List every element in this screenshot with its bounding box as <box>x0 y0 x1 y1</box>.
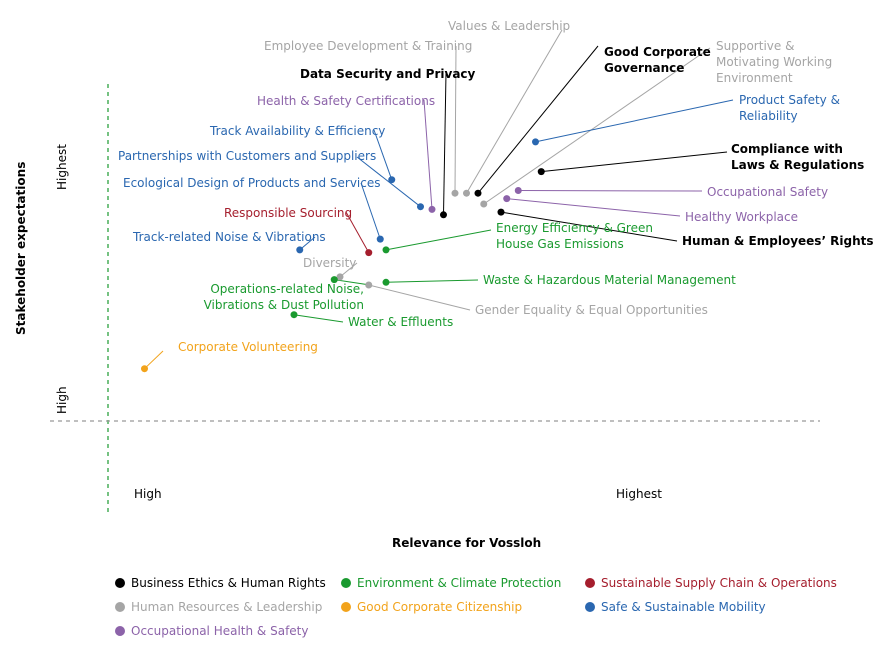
leader-line-employee-development-training <box>454 45 457 194</box>
point-corporate-volunteering <box>141 365 148 373</box>
point-healthy-workplace <box>503 195 511 203</box>
legend-marker-environment-climate-protection <box>341 578 351 588</box>
point-health-safety-certifications <box>428 205 436 213</box>
y-axis-title: Stakeholder expectations <box>14 162 28 335</box>
leader-line-diversity <box>339 262 358 278</box>
point-human-employees-rights <box>497 208 505 216</box>
label-healthy-workplace: Healthy Workplace <box>685 210 798 224</box>
x-tick-highest: Highest <box>616 487 662 501</box>
point-waste-hazardous-material-management <box>382 278 390 286</box>
label-human-employees-rights: Human & Employees’ Rights <box>682 234 874 248</box>
leader-line-gender-equality-equal-opportunities <box>368 284 471 311</box>
point-good-corporate-governance <box>474 189 482 197</box>
legend-marker-sustainable-supply-chain-operations <box>585 578 595 588</box>
label-track-related-noise-vibrations: Track-related Noise & Vibrations <box>132 230 326 244</box>
point-partnerships-with-customers-and-suppliers <box>417 203 424 211</box>
legend-label-environment-climate-protection: Environment & Climate Protection <box>357 576 561 590</box>
leader-lines <box>144 29 734 370</box>
point-product-safety-reliability <box>532 138 539 146</box>
label-ecological-design-of-products-and-services: Ecological Design of Products and Servic… <box>123 176 381 190</box>
point-supportive-motivating-working-environment <box>480 200 488 208</box>
legend-marker-business-ethics-human-rights <box>115 578 125 588</box>
leader-line-responsible-sourcing <box>345 211 370 253</box>
point-water-effluents <box>290 311 298 319</box>
legend-marker-good-corporate-citizenship <box>341 602 351 612</box>
legend-label-business-ethics-human-rights: Business Ethics & Human Rights <box>131 576 326 590</box>
label-waste-hazardous-material-management: Waste & Hazardous Material Management <box>483 273 736 287</box>
label-track-availability-efficiency: Track Availability & Efficiency <box>209 124 385 138</box>
legend-label-sustainable-supply-chain-operations: Sustainable Supply Chain & Operations <box>601 576 837 590</box>
label-occupational-safety: Occupational Safety <box>707 185 828 199</box>
legend-label-occupational-health-safety: Occupational Health & Safety <box>131 624 308 638</box>
leader-line-product-safety-reliability <box>535 99 734 143</box>
leader-line-corporate-volunteering <box>144 350 164 370</box>
point-energy-efficiency-green-house-gas-emissions <box>382 246 390 254</box>
label-partnerships-with-customers-and-suppliers: Partnerships with Customers and Supplier… <box>118 149 376 163</box>
legend: Business Ethics & Human Rights Environmen… <box>115 576 837 638</box>
leader-line-supportive-motivating-working-environment <box>483 47 711 205</box>
leader-line-operations-related-noise-vibrations-dust-pollution <box>334 279 371 286</box>
label-water-effluents: Water & Effluents <box>348 315 453 329</box>
label-data-security-and-privacy: Data Security and Privacy <box>300 67 476 81</box>
leader-line-data-security-and-privacy <box>443 72 447 215</box>
label-gender-equality-equal-opportunities: Gender Equality & Equal Opportunities <box>475 303 708 317</box>
leader-line-track-availability-efficiency <box>373 129 393 180</box>
label-employee-development-training: Employee Development & Training <box>264 39 472 53</box>
point-occupational-safety <box>514 187 522 194</box>
leader-line-health-safety-certifications <box>423 99 433 210</box>
y-tick-high: High <box>55 386 69 414</box>
legend-marker-human-resources-leadership <box>115 602 125 612</box>
legend-marker-safe-sustainable-mobility <box>585 602 595 612</box>
label-product-safety-reliability: Product Safety &Reliability <box>739 93 840 123</box>
legend-label-good-corporate-citizenship: Good Corporate Citizenship <box>357 600 522 614</box>
point-operations-related-noise-vibrations-dust-pollution <box>330 276 338 284</box>
x-axis-title: Relevance for Vossloh <box>392 536 541 550</box>
x-tick-high: High <box>134 487 162 501</box>
label-operations-related-noise-vibrations-dust-pollution: Operations-related Noise,Vibrations & Du… <box>204 282 364 312</box>
legend-label-safe-sustainable-mobility: Safe & Sustainable Mobility <box>601 600 766 614</box>
point-gender-equality-equal-opportunities <box>365 281 373 289</box>
point-diversity <box>336 273 344 281</box>
point-data-security-and-privacy <box>440 211 447 219</box>
point-ecological-design-of-products-and-services <box>376 235 384 243</box>
point-values-leadership <box>463 189 470 197</box>
data-points <box>141 138 545 373</box>
point-track-related-noise-vibrations <box>296 246 304 254</box>
label-health-safety-certifications: Health & Safety Certifications <box>257 94 435 108</box>
label-corporate-volunteering: Corporate Volunteering <box>178 340 318 354</box>
leader-line-compliance-with-laws-regulations <box>541 151 728 173</box>
point-track-availability-efficiency <box>388 176 396 184</box>
leader-line-partnerships-with-customers-and-suppliers <box>356 156 421 208</box>
point-responsible-sourcing <box>365 249 373 257</box>
leader-line-occupational-safety <box>518 190 703 192</box>
label-responsible-sourcing: Responsible Sourcing <box>224 206 352 220</box>
label-values-leadership: Values & Leadership <box>448 19 570 33</box>
label-diversity: Diversity <box>303 256 356 270</box>
legend-label-human-resources-leadership: Human Resources & Leadership <box>131 600 322 614</box>
leader-line-energy-efficiency-green-house-gas-emissions <box>385 229 492 251</box>
legend-marker-occupational-health-safety <box>115 626 125 636</box>
y-tick-highest: Highest <box>55 144 69 190</box>
leader-line-good-corporate-governance <box>477 45 599 194</box>
leader-line-healthy-workplace <box>506 198 681 217</box>
leader-line-water-effluents <box>293 314 344 323</box>
point-compliance-with-laws-regulations <box>537 168 545 176</box>
leader-line-values-leadership <box>466 29 563 194</box>
leader-line-human-employees-rights <box>500 211 678 242</box>
leader-line-ecological-design-of-products-and-services <box>360 182 381 240</box>
point-employee-development-training <box>451 189 459 197</box>
leader-line-waste-hazardous-material-management <box>385 279 479 283</box>
